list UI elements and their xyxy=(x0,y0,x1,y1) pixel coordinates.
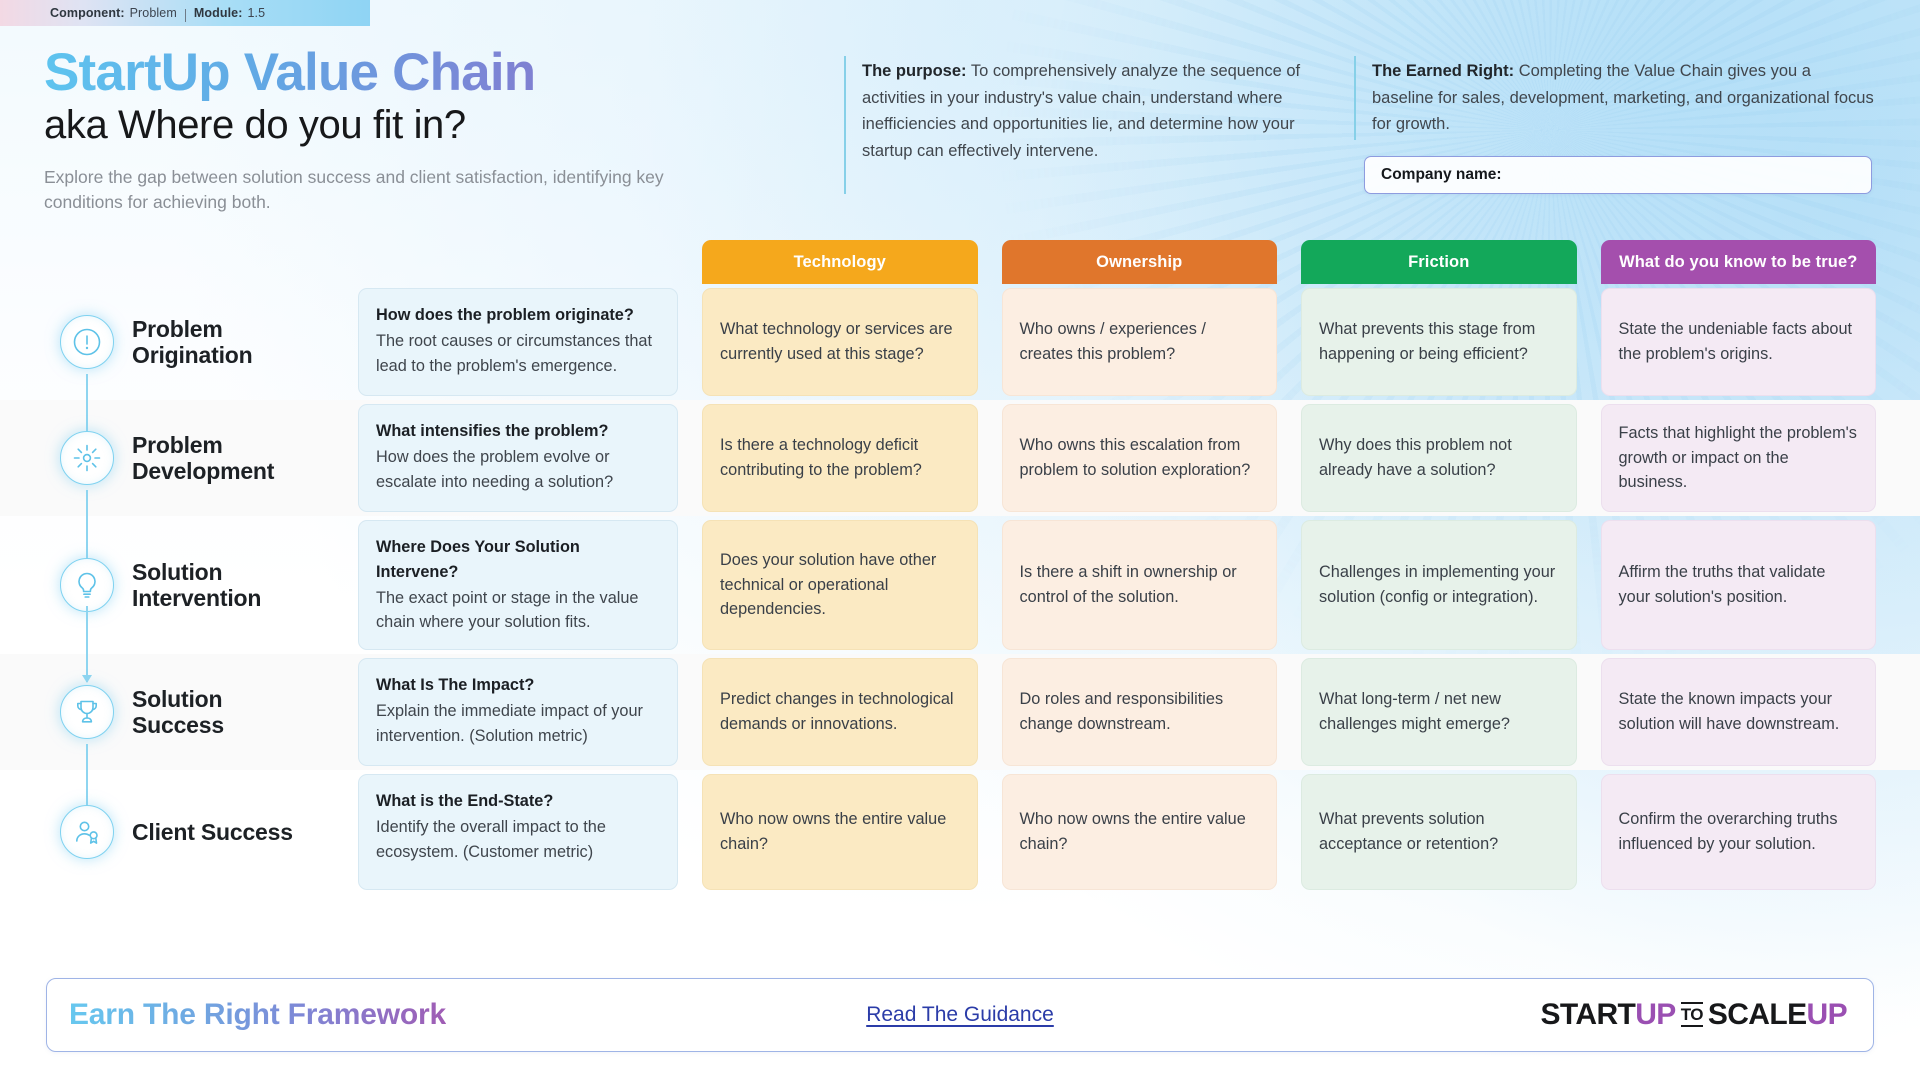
question-card[interactable]: How does the problem originate? The root … xyxy=(358,288,678,396)
user-badge-icon xyxy=(60,805,114,860)
stage-label: Client Success xyxy=(132,818,293,845)
earned-right-note: The Earned Right: Completing the Value C… xyxy=(1354,56,1894,141)
column-header-technology: Technology xyxy=(702,240,978,284)
company-name-input[interactable]: Company name: xyxy=(1364,156,1872,195)
footer-title: Earn The Right Framework xyxy=(69,998,446,1031)
value-chain-matrix: Technology Ownership Friction What do yo… xyxy=(0,236,1920,894)
matrix-row: Problem Development What intensifies the … xyxy=(0,400,1920,567)
purpose-note: The purpose: To comprehensively analyze … xyxy=(844,56,1354,195)
component-label: Component: xyxy=(50,6,125,20)
cell-technology[interactable]: Who now owns the entire value chain? xyxy=(702,774,978,891)
purpose-label: The purpose: xyxy=(862,62,967,80)
earned-right-column: The Earned Right: Completing the Value C… xyxy=(1354,56,1894,195)
header-notes: The purpose: To comprehensively analyze … xyxy=(844,40,1894,195)
question-card[interactable]: What is the End-State? Identify the overa… xyxy=(358,774,678,891)
question-title: What intensifies the problem? xyxy=(376,422,609,440)
brand-start: START xyxy=(1540,998,1636,1031)
read-the-guidance-link[interactable]: Read The Guidance xyxy=(866,1003,1054,1026)
brand-up-second: UP xyxy=(1806,998,1848,1031)
question-title: What Is The Impact? xyxy=(376,676,535,695)
cell-friction[interactable]: What long-term / net new challenges migh… xyxy=(1301,658,1577,767)
trophy-icon xyxy=(60,685,114,740)
burst-icon xyxy=(60,431,114,485)
question-title: Where Does Your Solution Intervene? xyxy=(376,538,580,581)
cell-truth[interactable]: Confirm the overarching truths influence… xyxy=(1600,774,1876,891)
cell-truth[interactable]: State the undeniable facts about the pro… xyxy=(1600,288,1876,396)
module-value: 1.5 xyxy=(247,6,266,20)
stage-label: Problem Origination xyxy=(132,315,253,368)
matrix-row: Solution Success What Is The Impact? Expla… xyxy=(0,654,1920,822)
column-header-truth: What do you know to be true? xyxy=(1600,240,1876,284)
cell-technology[interactable]: What technology or services are currentl… xyxy=(702,288,978,396)
stage-label: Problem Development xyxy=(132,431,275,484)
stage-cell: Problem Development xyxy=(44,404,334,567)
question-description: How does the problem evolve or escalate … xyxy=(376,447,614,491)
matrix-row: Solution Intervention Where Does Your Sol… xyxy=(0,516,1920,683)
page-title: StartUp Value Chain xyxy=(44,44,844,101)
cell-technology[interactable]: Is there a technology deficit contributi… xyxy=(702,404,978,512)
stage-cell: Solution Intervention xyxy=(44,520,334,683)
page-tagline: Explore the gap between solution success… xyxy=(44,167,664,212)
question-card[interactable]: What intensifies the problem? How does th… xyxy=(358,404,678,512)
ribbon-divider xyxy=(184,8,186,22)
cell-ownership[interactable]: Do roles and responsibilities change dow… xyxy=(1001,658,1277,767)
cell-truth[interactable]: Facts that highlight the problem's growt… xyxy=(1600,404,1876,512)
question-card[interactable]: Where Does Your Solution Intervene? The e… xyxy=(358,520,678,651)
cell-ownership[interactable]: Who owns this escalation from problem to… xyxy=(1001,404,1277,512)
column-header-friction: Friction xyxy=(1301,240,1577,284)
stage-cell: Client Success xyxy=(44,774,334,890)
stage-column-header-spacer xyxy=(44,236,334,284)
page-header: StartUp Value Chain aka Where do you fit… xyxy=(0,26,1920,236)
cell-friction[interactable]: Challenges in implementing your solution… xyxy=(1301,520,1577,651)
cell-friction[interactable]: Why does this problem not already have a… xyxy=(1301,404,1577,512)
alert-circle-icon xyxy=(60,315,114,369)
cell-technology[interactable]: Predict changes in technological demands… xyxy=(702,658,978,767)
stage-label: Solution Success xyxy=(132,685,224,739)
matrix-grid: Technology Ownership Friction What do yo… xyxy=(0,236,1920,284)
brand-to: TO xyxy=(1680,1001,1703,1027)
cell-ownership[interactable]: Is there a shift in ownership or control… xyxy=(1001,520,1277,651)
question-description: Identify the overall impact to the ecosy… xyxy=(376,817,606,861)
page-subtitle: aka Where do you fit in? xyxy=(44,103,466,148)
question-description: The exact point or stage in the value ch… xyxy=(376,588,639,632)
question-description: Explain the immediate impact of your int… xyxy=(376,701,643,745)
brand-up-first: UP xyxy=(1635,998,1676,1031)
component-module-ribbon: Component: Problem Module: 1.5 xyxy=(0,0,370,26)
stage-cell: Solution Success xyxy=(44,658,334,822)
matrix-row: Problem Origination How does the problem … xyxy=(0,284,1920,451)
cell-friction[interactable]: What prevents this stage from happening … xyxy=(1301,288,1577,396)
purpose-text: To comprehensively analyze the sequence … xyxy=(862,62,1301,161)
brand-scale: SCALE xyxy=(1707,998,1807,1031)
cell-ownership[interactable]: Who now owns the entire value chain? xyxy=(1001,774,1277,891)
question-title: What is the End-State? xyxy=(376,792,554,811)
company-name-label: Company name: xyxy=(1381,166,1502,184)
cell-truth[interactable]: Affirm the truths that validate your sol… xyxy=(1600,520,1876,651)
matrix-row: Client Success What is the End-State? Iden… xyxy=(0,770,1920,894)
question-card[interactable]: What Is The Impact? Explain the immediate… xyxy=(358,658,678,767)
cell-truth[interactable]: State the known impacts your solution wi… xyxy=(1600,658,1876,767)
module-label: Module: xyxy=(193,6,243,20)
question-column-header-spacer xyxy=(358,236,678,284)
cell-friction[interactable]: What prevents solution acceptance or ret… xyxy=(1301,774,1577,891)
component-value: Problem xyxy=(129,6,177,20)
earned-right-text: Completing the Value Chain gives you a b… xyxy=(1372,62,1874,134)
question-title: How does the problem originate? xyxy=(376,306,634,324)
cell-ownership[interactable]: Who owns / experiences / creates this pr… xyxy=(1001,288,1277,396)
stage-label: Solution Intervention xyxy=(132,558,262,612)
column-header-ownership: Ownership xyxy=(1001,240,1277,284)
earned-right-label: The Earned Right: xyxy=(1372,62,1515,80)
cell-technology[interactable]: Does your solution have other technical … xyxy=(702,520,978,651)
lightbulb-icon xyxy=(60,558,114,613)
stage-cell: Problem Origination xyxy=(44,288,334,451)
title-block: StartUp Value Chain aka Where do you fit… xyxy=(44,40,844,215)
question-description: The root causes or circumstances that le… xyxy=(376,331,652,375)
footer-bar: Earn The Right Framework Read The Guidan… xyxy=(46,978,1874,1052)
